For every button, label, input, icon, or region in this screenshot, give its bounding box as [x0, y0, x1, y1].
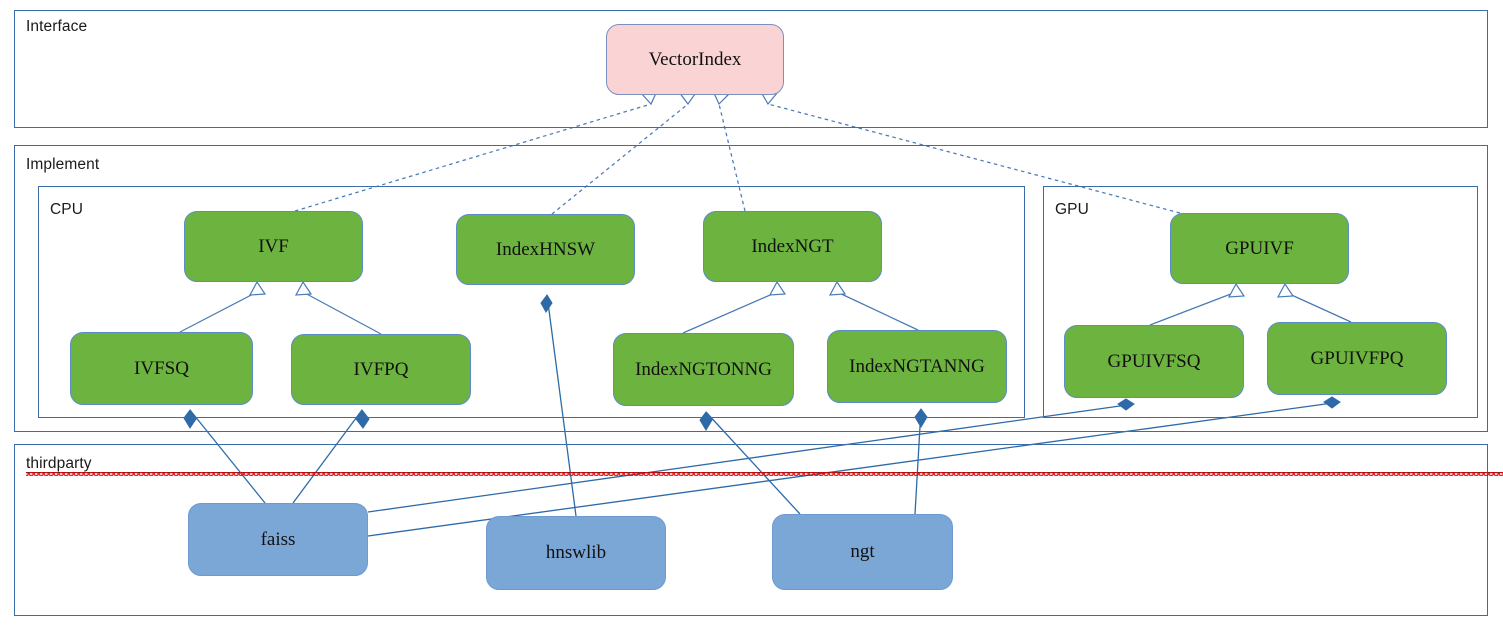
node-gpuivf[interactable]: GPUIVF [1170, 213, 1349, 284]
container-label-thirdparty: thirdparty [26, 455, 1503, 476]
node-gpuivfsq[interactable]: GPUIVFSQ [1064, 325, 1244, 398]
node-indexngt[interactable]: IndexNGT [703, 211, 882, 282]
container-cpu [38, 186, 1025, 418]
container-label-cpu: CPU [50, 201, 84, 218]
container-implement [14, 145, 1488, 432]
node-indexngtonng[interactable]: IndexNGTONNG [613, 333, 794, 406]
container-gpu [1043, 186, 1478, 418]
container-label-implement: Implement [26, 156, 100, 173]
node-ngt[interactable]: ngt [772, 514, 953, 590]
node-ivf[interactable]: IVF [184, 211, 363, 282]
node-faiss[interactable]: faiss [188, 503, 368, 576]
node-indexngtanng[interactable]: IndexNGTANNG [827, 330, 1007, 403]
node-ivfpq[interactable]: IVFPQ [291, 334, 471, 405]
container-interface [14, 10, 1488, 128]
node-gpuivfpq[interactable]: GPUIVFPQ [1267, 322, 1447, 395]
container-label-interface: Interface [26, 18, 88, 35]
node-indexhnsw[interactable]: IndexHNSW [456, 214, 635, 285]
container-thirdparty [14, 444, 1488, 616]
node-hnswlib[interactable]: hnswlib [486, 516, 666, 590]
node-ivfsq[interactable]: IVFSQ [70, 332, 253, 405]
node-vectorindex[interactable]: VectorIndex [606, 24, 784, 95]
container-label-gpu: GPU [1055, 201, 1089, 218]
